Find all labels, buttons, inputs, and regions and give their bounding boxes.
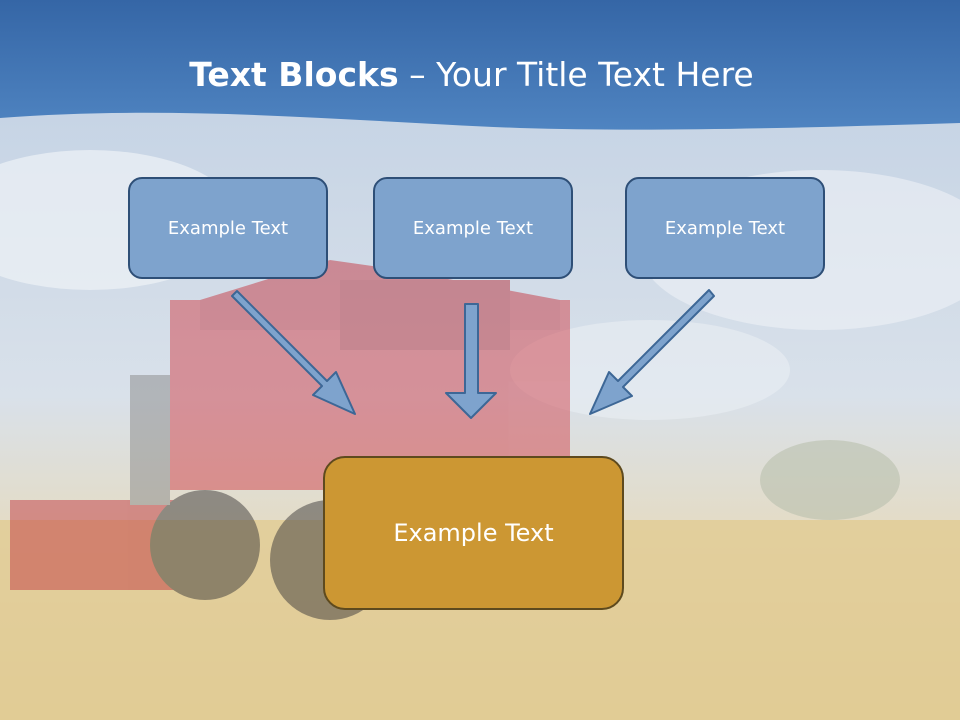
slide-title: Text Blocks – Your Title Text Here [0,52,943,98]
text-block-left[interactable]: Example Text [128,177,328,279]
text-block-middle[interactable]: Example Text [373,177,573,279]
title-bold-part: Text Blocks [189,55,399,94]
text-block-center[interactable]: Example Text [323,456,624,610]
text-block-right-label: Example Text [664,217,786,239]
title-dash: – [398,55,437,94]
text-block-center-label: Example Text [393,519,554,547]
text-block-right[interactable]: Example Text [625,177,825,279]
title-rest: Your Title Text Here [436,55,754,94]
text-block-left-label: Example Text [167,217,289,239]
text-block-middle-label: Example Text [412,217,534,239]
